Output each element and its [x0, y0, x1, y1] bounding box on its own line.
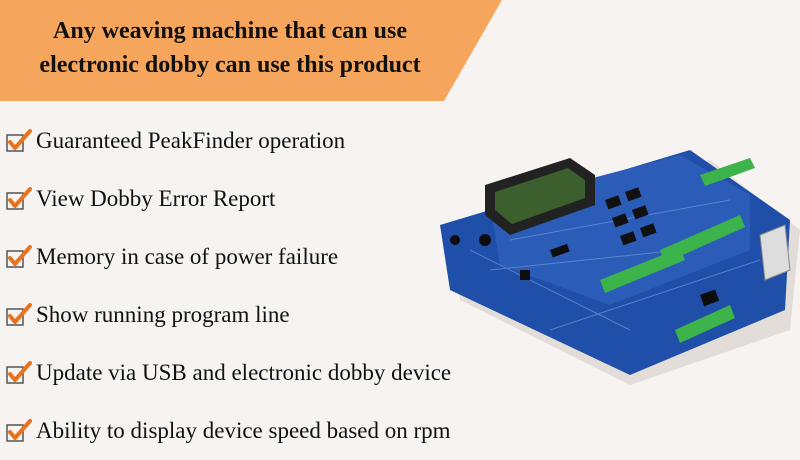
checkbox-check-icon: [6, 303, 32, 326]
checkbox-check-icon: [6, 129, 32, 152]
feature-item: Show running program line: [6, 286, 451, 344]
feature-item: View Dobby Error Report: [6, 170, 451, 228]
feature-item: Memory in case of power failure: [6, 228, 451, 286]
checkbox-check-icon: [6, 419, 32, 442]
feature-label: Show running program line: [36, 302, 290, 327]
feature-label: Update via USB and electronic dobby devi…: [36, 360, 452, 385]
feature-list: Guaranteed PeakFinder operation View Dob…: [6, 112, 451, 460]
feature-item: Guaranteed PeakFinder operation: [6, 112, 451, 170]
banner-line-2: electronic dobby can use this product: [39, 52, 421, 78]
banner-text: Any weaving machine that can use electro…: [0, 14, 460, 82]
feature-label: Memory in case of power failure: [36, 244, 339, 269]
checkbox-check-icon: [6, 245, 32, 268]
circuit-board-image: [440, 150, 800, 385]
feature-item: Ability to display device speed based on…: [6, 402, 451, 460]
checkbox-check-icon: [6, 187, 32, 210]
feature-item: Update via USB and electronic dobby devi…: [6, 344, 451, 402]
feature-label: View Dobby Error Report: [36, 186, 276, 211]
feature-label: Ability to display device speed based on…: [36, 418, 451, 443]
headline-banner: Any weaving machine that can use electro…: [0, 0, 502, 101]
checkbox-check-icon: [6, 361, 32, 384]
banner-line-1: Any weaving machine that can use: [52, 18, 407, 44]
banner-shape: [0, 0, 502, 101]
feature-label: Guaranteed PeakFinder operation: [36, 128, 346, 153]
